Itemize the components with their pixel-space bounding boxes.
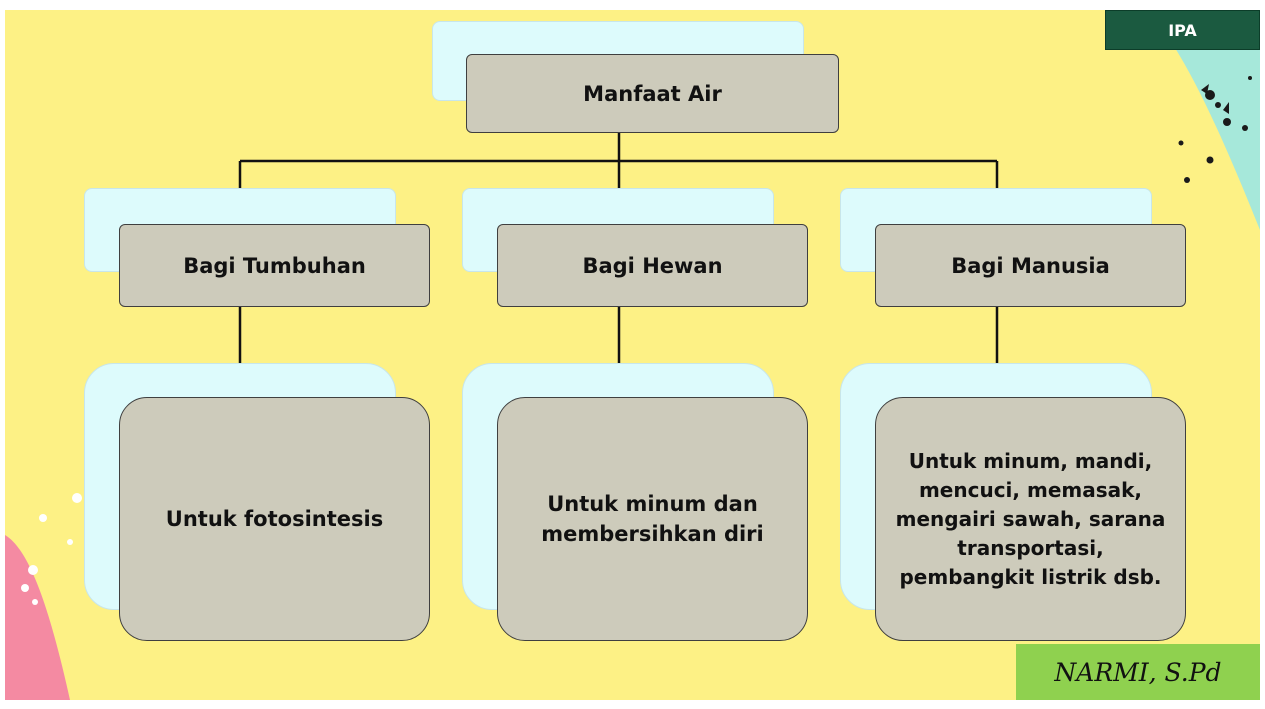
pink-swoosh-decoration xyxy=(5,535,70,700)
ink-splatter-decoration xyxy=(1178,76,1252,183)
author-label-box: NARMI, S.Pd xyxy=(1016,644,1260,700)
decorative-brush-strokes xyxy=(5,48,1260,700)
detail-manusia-text: Untuk minum, mandi, mencuci, memasak, me… xyxy=(895,448,1166,589)
detail-manusia-node: Untuk minum, mandi, mencuci, memasak, me… xyxy=(875,397,1186,641)
root-node: Manfaat Air xyxy=(466,54,839,133)
branch-tumbuhan-node: Bagi Tumbuhan xyxy=(119,224,430,307)
detail-hewan-text: Untuk minum dan membersihkan diri xyxy=(541,492,764,546)
slide-canvas: IPA Manfaat Air Bagi Tumbuhan Bagi Hewan… xyxy=(5,10,1260,700)
subject-badge: IPA xyxy=(1105,10,1260,50)
branch-hewan-node: Bagi Hewan xyxy=(497,224,808,307)
white-dots-decoration xyxy=(21,493,82,605)
root-node-label: Manfaat Air xyxy=(583,81,722,106)
detail-hewan-node: Untuk minum dan membersihkan diri xyxy=(497,397,808,641)
detail-tumbuhan-node: Untuk fotosintesis xyxy=(119,397,430,641)
branch-manusia-node: Bagi Manusia xyxy=(875,224,1186,307)
branch-tumbuhan-heading: Bagi Tumbuhan xyxy=(183,253,366,278)
branch-hewan-heading: Bagi Hewan xyxy=(582,253,723,278)
author-name: NARMI, S.Pd xyxy=(1054,657,1222,687)
detail-tumbuhan-text: Untuk fotosintesis xyxy=(165,507,384,531)
branch-manusia-heading: Bagi Manusia xyxy=(951,253,1110,278)
teal-swoosh-decoration xyxy=(1180,50,1260,225)
